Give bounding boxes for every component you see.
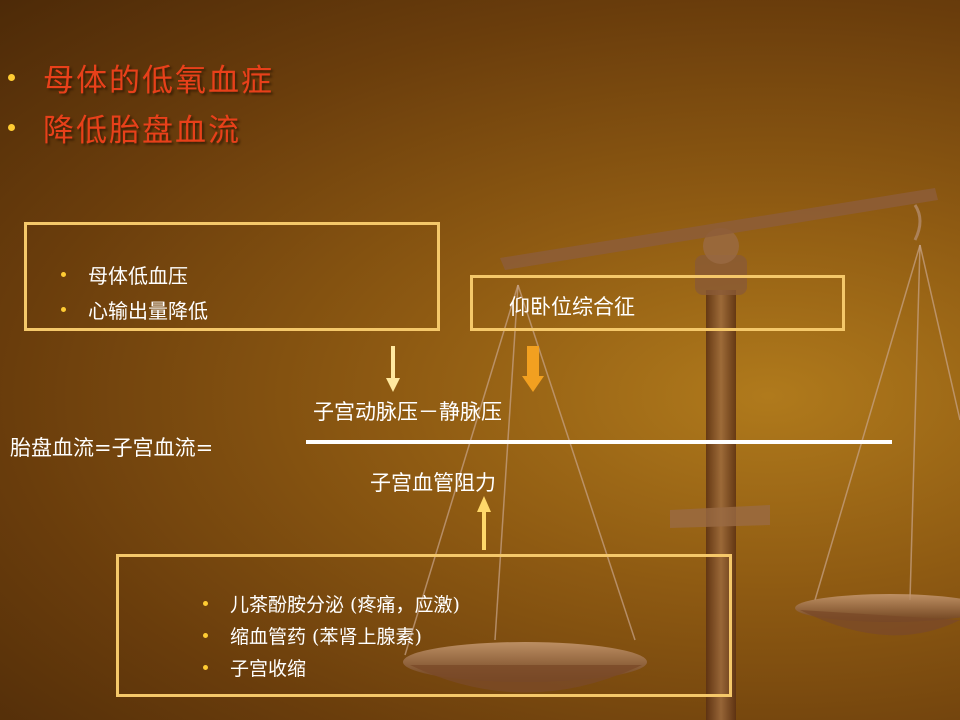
list-item-text: 心输出量降低 [88,299,208,323]
formula-left-side: 胎盘血流=子宫血流= [10,436,214,460]
bullet-icon [203,632,208,638]
heading-item: 母体的低氧血症 [8,52,274,102]
fraction-line [306,440,892,444]
list-item-text: 缩血管药 (苯肾上腺素) [230,625,422,648]
heading-text: 母体的低氧血症 [43,62,274,99]
bullet-icon [61,272,66,277]
up-arrow [477,496,491,550]
heading-item: 降低胎盘血流 [8,102,274,152]
box-text: 仰卧位综合征 [509,295,635,319]
formula-denominator: 子宫血管阻力 [370,471,496,495]
formula-numerator: 子宫动脉压－静脉压 [313,400,502,424]
list-item: 母体低血压 [61,257,437,292]
heading-bullet-list: 母体的低氧血症 降低胎盘血流 [8,52,274,152]
down-arrow-right [522,346,544,392]
bullet-icon [61,307,66,312]
list-item: 儿茶酚胺分泌 (疼痛，应激) [203,587,729,619]
resistance-factors-box: 儿茶酚胺分泌 (疼痛，应激) 缩血管药 (苯肾上腺素) 子宫收缩 [116,554,732,697]
maternal-factors-box: 母体低血压 心输出量降低 [24,222,440,331]
supine-syndrome-box: 仰卧位综合征 [470,275,845,331]
bullet-icon [8,123,15,131]
down-arrow-left [386,346,400,392]
heading-text: 降低胎盘血流 [43,112,241,149]
bullet-icon [203,664,208,670]
bullet-icon [8,73,15,81]
list-item: 缩血管药 (苯肾上腺素) [203,619,729,651]
bullet-icon [203,600,208,606]
list-item-text: 子宫收缩 [230,657,307,680]
list-item-text: 母体低血压 [88,264,188,288]
list-item: 心输出量降低 [61,292,437,327]
list-item-text: 儿茶酚胺分泌 (疼痛，应激) [230,593,460,616]
list-item: 子宫收缩 [203,651,729,683]
